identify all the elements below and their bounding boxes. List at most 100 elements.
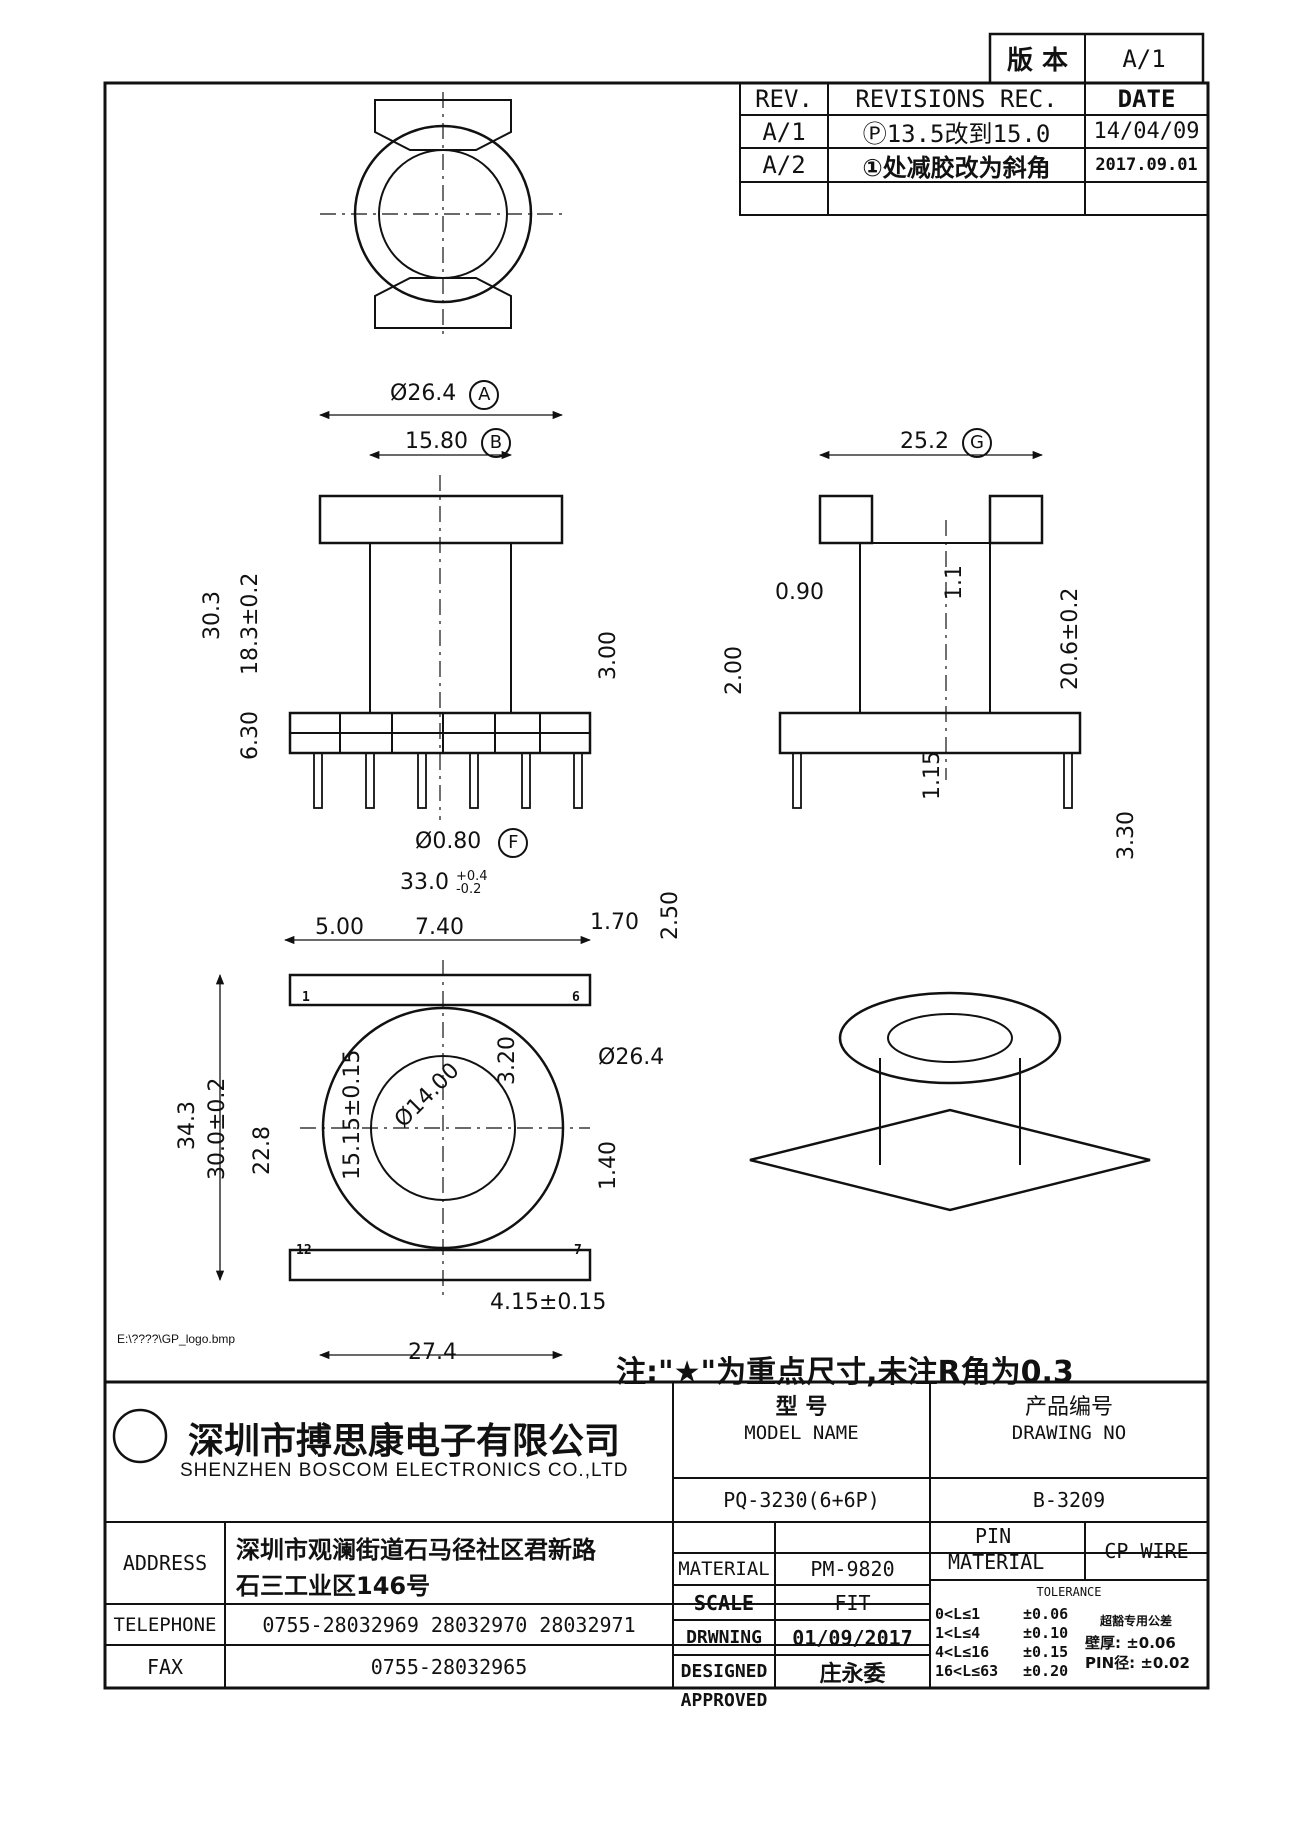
dim-A-value: Ø26.4 bbox=[390, 381, 457, 406]
tolerance-row: 16<L≤63±0.20 bbox=[935, 1662, 1068, 1681]
dim-G: 25.2 G bbox=[900, 428, 992, 458]
dim-M-value: 7.40 bbox=[415, 915, 464, 940]
dim-two-value: 2.00 bbox=[722, 646, 747, 695]
drawing-label-en: DRAWING NO bbox=[1011, 1422, 1127, 1444]
pin-material-label-1: PIN bbox=[975, 1524, 1012, 1548]
material-label: MATERIAL bbox=[678, 1558, 770, 1580]
dim-A-tag: A bbox=[469, 380, 500, 410]
dim-v320-value: 3.20 bbox=[495, 1036, 520, 1085]
pin-7: 7 bbox=[574, 1243, 582, 1258]
rev-row-1-rec: Ⓟ13.5改到15.0 bbox=[862, 120, 1051, 148]
designed-value: 庄永委 bbox=[819, 1661, 886, 1687]
file-path: E:\????\GP_logo.bmp bbox=[117, 1332, 236, 1346]
dim-K-lower: -0.2 bbox=[455, 882, 482, 897]
dim-O-value: 30.0±0.2 bbox=[205, 1077, 230, 1180]
address-line-1: 深圳市观澜街道石马径社区君新路 bbox=[236, 1536, 596, 1564]
dim-B-value: 15.80 bbox=[405, 429, 468, 454]
tolerance-range: 16<L≤63 bbox=[935, 1662, 999, 1680]
tolerance-value: ±0.10 bbox=[1023, 1624, 1069, 1642]
dim-G-tag: G bbox=[961, 428, 992, 458]
drawing-date-value: 01/09/2017 bbox=[792, 1625, 913, 1650]
version-label: 版 本 bbox=[1006, 46, 1069, 76]
fax-label: FAX bbox=[146, 1654, 184, 1679]
rev-rec-header: REVISIONS REC. bbox=[855, 85, 1058, 113]
scale-value: FIT bbox=[834, 1590, 871, 1615]
dim-B: 15.80 B bbox=[405, 428, 511, 458]
tolerance-value: ±0.15 bbox=[1023, 1643, 1069, 1661]
isometric-view bbox=[749, 991, 1151, 1212]
tolerance-value: ±0.06 bbox=[1023, 1605, 1069, 1623]
dim-E-value: 6.30 bbox=[238, 711, 263, 760]
scale-label: SCALE bbox=[693, 1590, 755, 1615]
company-name-en: SHENZHEN BOSCOM ELECTRONICS CO.,LTD bbox=[180, 1460, 629, 1481]
rev-row-2-rec: ①处减胶改为斜角 bbox=[862, 153, 1051, 182]
dim-A: Ø26.4 A bbox=[390, 380, 500, 410]
top-view bbox=[320, 92, 566, 336]
dim-C-value: 30.3 bbox=[200, 591, 225, 640]
drawing-value: B-3209 bbox=[1032, 1488, 1106, 1512]
dim-P1-value: 15.15±0.15 bbox=[340, 1049, 365, 1180]
dim-K-upper: +0.4 bbox=[455, 869, 488, 884]
dim-G-value: 25.2 bbox=[900, 429, 949, 454]
dim-K: 33.0 +0.4 -0.2 bbox=[400, 870, 488, 896]
telephone-value: 0755-28032969 28032970 28032971 bbox=[262, 1612, 636, 1637]
rev-header: REV. bbox=[755, 85, 813, 113]
pin-material-value: CP WIRE bbox=[1104, 1539, 1189, 1563]
dim-H-value: 20.6±0.2 bbox=[1058, 587, 1083, 690]
dim-L-value: 5.00 bbox=[315, 915, 364, 940]
address-label: ADDRESS bbox=[122, 1551, 208, 1575]
dim-J2-value: 3.30 bbox=[1114, 811, 1139, 860]
drawing-note: 注:"★"为重点尺寸,未注R角为0.3 bbox=[616, 1355, 1074, 1390]
drawing-border bbox=[103, 81, 1210, 1690]
company-name-cn: 深圳市搏思康电子有限公司 bbox=[188, 1421, 621, 1462]
rev-row-2-date: 2017.09.01 bbox=[1095, 155, 1198, 175]
pin-12: 12 bbox=[296, 1243, 312, 1258]
drawing-label-cn: 产品编号 bbox=[1024, 1395, 1113, 1420]
tolerance-range: 4<L≤16 bbox=[935, 1643, 990, 1661]
rev-date-header: DATE bbox=[1117, 85, 1176, 113]
dim-F-value: Ø0.80 bbox=[415, 829, 482, 854]
dim-I-value: 3.00 bbox=[596, 631, 621, 680]
dim-top250-value: 2.50 bbox=[658, 891, 683, 940]
drawing-date-label: DRWNING bbox=[686, 1627, 762, 1648]
front-view bbox=[288, 475, 592, 820]
approved-label: APPROVED bbox=[680, 1690, 768, 1711]
bottom-view bbox=[288, 960, 592, 1300]
model-label-cn: 型 号 bbox=[775, 1395, 828, 1420]
telephone-label: TELEPHONE bbox=[113, 1613, 217, 1636]
dim-J-value: 1.15 bbox=[920, 751, 945, 800]
model-value: PQ-3230(6+6P) bbox=[723, 1488, 880, 1512]
material-value: PM-9820 bbox=[810, 1557, 895, 1581]
special-tolerance-wall: 壁厚: ±0.06 bbox=[1085, 1634, 1176, 1652]
tolerance-row: 0<L≤1 ±0.06 bbox=[935, 1605, 1068, 1624]
side-view bbox=[778, 494, 1082, 809]
tolerance-table: 0<L≤1 ±0.06 1<L≤4 ±0.10 4<L≤16 ±0.15 16<L≤6… bbox=[935, 1605, 1068, 1681]
dim-side-value: 1.70 bbox=[590, 910, 639, 935]
pin-6: 6 bbox=[572, 990, 580, 1005]
rev-row-1-rev: A/1 bbox=[762, 117, 806, 146]
dim-B-tag: B bbox=[480, 428, 511, 458]
rev-row-1-date: 14/04/09 bbox=[1093, 119, 1200, 144]
rev-row-2-rev: A/2 bbox=[762, 151, 806, 179]
special-tolerance-pin: PIN径: ±0.02 bbox=[1085, 1654, 1190, 1672]
dim-S2-value: 4.15±0.15 bbox=[490, 1290, 607, 1315]
tolerance-label: TOLERANCE bbox=[1036, 1585, 1102, 1599]
dim-F-tag: F bbox=[498, 828, 529, 858]
model-label-en: MODEL NAME bbox=[744, 1422, 859, 1444]
tolerance-range: 1<L≤4 bbox=[935, 1624, 981, 1642]
dim-F: Ø0.80 F bbox=[415, 828, 529, 858]
tolerance-row: 4<L≤16 ±0.15 bbox=[935, 1643, 1068, 1662]
dim-T-value: 1.1 bbox=[942, 565, 967, 600]
dim-D-value: 18.3±0.2 bbox=[238, 572, 263, 675]
dim-R-value: Ø26.4 bbox=[598, 1045, 665, 1070]
dim-K-value: 33.0 bbox=[400, 870, 449, 895]
dim-J1-value: 0.90 bbox=[775, 580, 824, 605]
special-tolerance-title: 超豁专用公差 bbox=[1100, 1614, 1173, 1628]
dim-v140-value: 1.40 bbox=[596, 1141, 621, 1190]
fax-value: 0755-28032965 bbox=[370, 1654, 528, 1679]
designed-label: DESIGNED bbox=[680, 1661, 768, 1682]
tolerance-row: 1<L≤4 ±0.10 bbox=[935, 1624, 1068, 1643]
tolerance-range: 0<L≤1 bbox=[935, 1605, 981, 1623]
address-line-2: 石三工业区146号 bbox=[236, 1572, 431, 1600]
version-value: A/1 bbox=[1122, 44, 1166, 73]
